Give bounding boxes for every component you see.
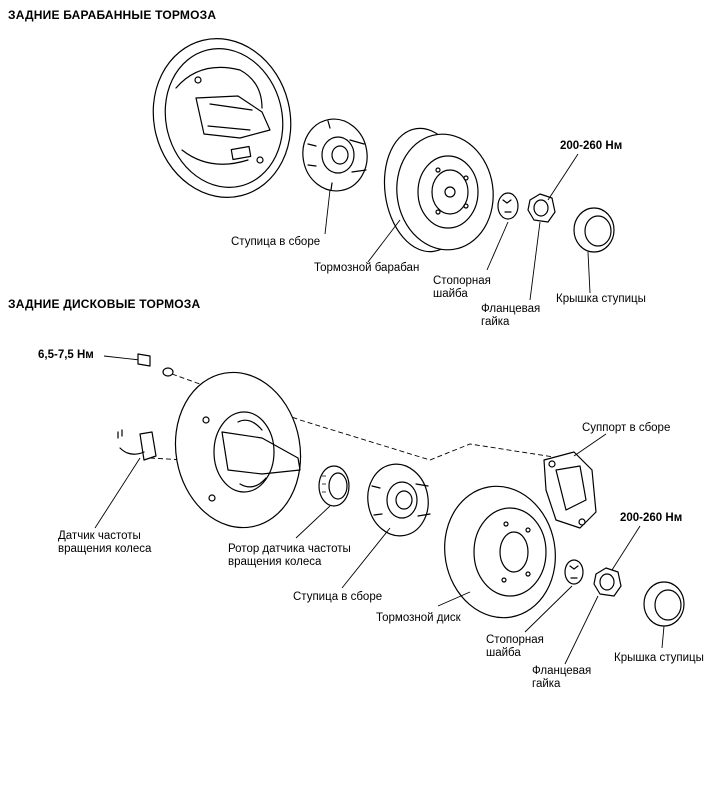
drum-hub-cap (573, 207, 615, 253)
disc-lock-washer (564, 559, 584, 585)
drum-lock-washer-label: Стопорная шайба (433, 275, 491, 300)
sensor-bolt (103, 353, 174, 377)
disc-section-title: ЗАДНИЕ ДИСКОВЫЕ ТОРМОЗА (8, 297, 201, 311)
sensor-rotor-label: Ротор датчика частоты вращения колеса (228, 543, 351, 568)
drum-flange-nut-label: Фланцевая гайка (481, 303, 541, 328)
disc-hub-assembly (367, 463, 431, 537)
drum-flange-nut (527, 193, 556, 223)
sensor-rotor (318, 465, 350, 507)
drum-hub-assembly-label: Ступица в сборе (231, 236, 321, 248)
wheel-speed-sensor-label: Датчик частоты вращения колеса (58, 530, 152, 555)
disc-hub-cap-label: Крышка ступицы (614, 652, 704, 664)
brake-disc (444, 485, 556, 619)
brake-drum (383, 127, 494, 253)
disc-flange-nut (593, 567, 622, 597)
caliper-assembly-label: Суппорт в сборе (582, 422, 671, 434)
drum-hub-assembly (302, 118, 368, 192)
brake-disc-label: Тормозной диск (376, 612, 461, 624)
disc-backing-plate (174, 371, 302, 529)
drum-section-title: ЗАДНИЕ БАРАБАННЫЕ ТОРМОЗА (8, 8, 217, 22)
drum-backing-plate (152, 38, 292, 198)
disc-hub-cap (643, 581, 685, 627)
drum-lock-washer (497, 192, 519, 220)
disc-lock-washer-label: Стопорная шайба (486, 634, 544, 659)
disc-hub-assembly-label: Ступица в сборе (293, 591, 383, 603)
drum-hub-cap-label: Крышка ступицы (556, 293, 646, 305)
sensor-bolt-torque-label: 6,5-7,5 Нм (38, 349, 94, 361)
brake-drum-label: Тормозной барабан (314, 262, 420, 274)
drum-torque-label: 200-260 Нм (560, 140, 623, 152)
brake-caliper (543, 451, 597, 529)
disc-torque-label: 200-260 Нм (620, 512, 683, 524)
wheel-speed-sensor (117, 429, 157, 461)
disc-flange-nut-label: Фланцевая гайка (532, 665, 592, 690)
